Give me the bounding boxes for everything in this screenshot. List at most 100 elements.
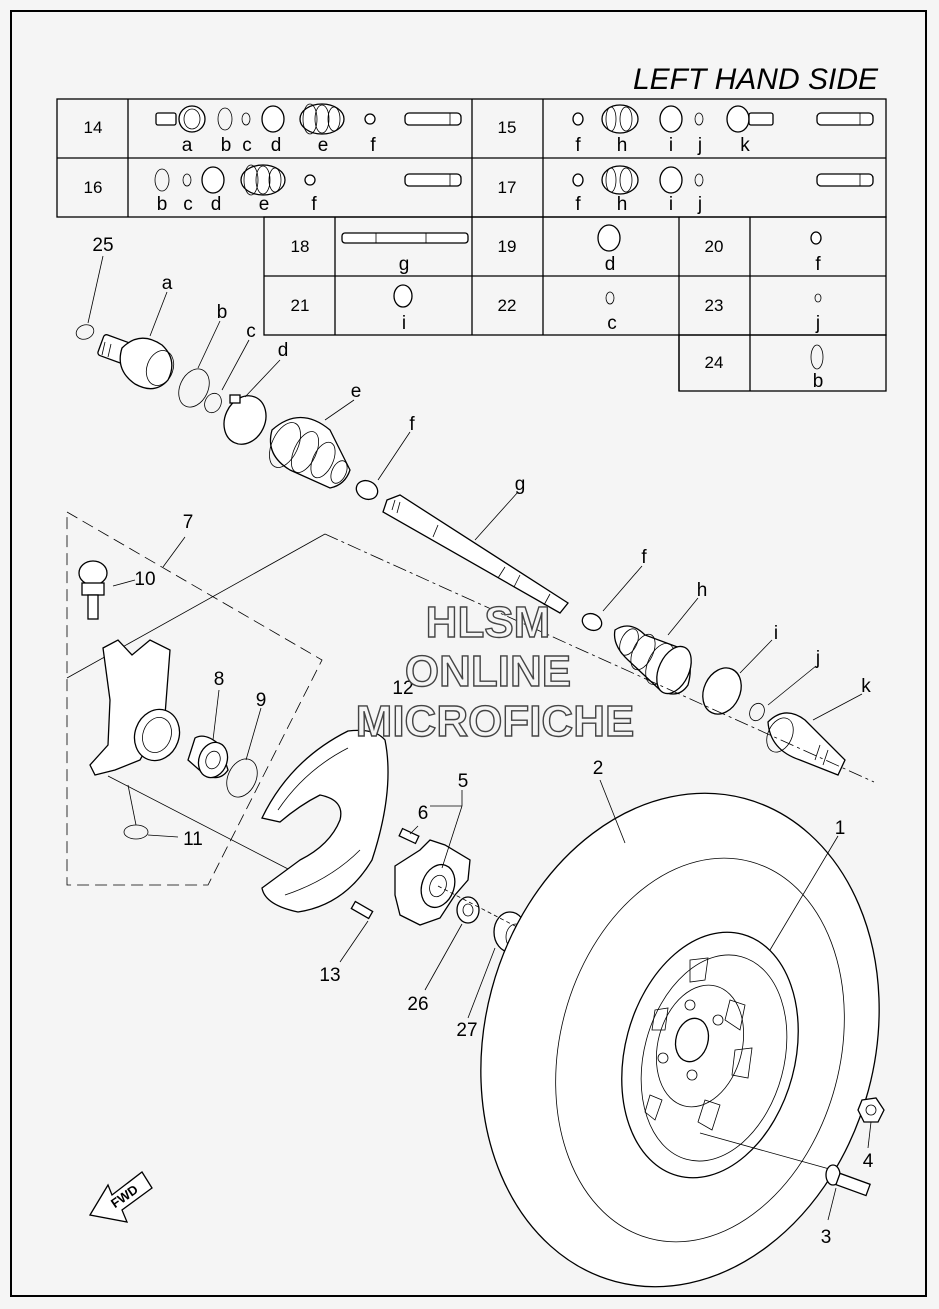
callout-c: c [246, 321, 256, 342]
callout-i: i [774, 623, 778, 644]
callout-f-inner: f [641, 547, 647, 568]
part-h-boot [613, 625, 692, 695]
kit-letter: j [815, 313, 820, 334]
callout-h: h [697, 580, 708, 601]
part-k-inner-cv [766, 712, 846, 776]
part-12-brake-disc [261, 729, 389, 913]
kit-number: 18 [291, 237, 310, 256]
part-1-rim [621, 931, 799, 1179]
kit-letter: k [740, 135, 750, 156]
callout-26: 26 [407, 994, 428, 1015]
kit-letter: c [242, 135, 252, 156]
part-e-boot [269, 417, 351, 489]
kit-letter: d [271, 135, 282, 156]
callout-4: 4 [863, 1151, 874, 1172]
kit-number: 15 [498, 118, 517, 137]
kit-number: 20 [705, 237, 724, 256]
part-c-ring [204, 392, 222, 414]
kit-letter: i [669, 135, 673, 156]
driveshaft-assembly [75, 324, 875, 783]
part-g-shaft [382, 494, 569, 614]
callout-3: 3 [821, 1227, 832, 1248]
kit-number: 19 [498, 237, 517, 256]
kit-letter: i [669, 194, 673, 215]
part-i-band [702, 667, 742, 715]
part-10-ball-joint [78, 560, 108, 620]
part-b-circlip [178, 368, 210, 408]
kit-letter: h [617, 135, 628, 156]
kit-letter: f [311, 194, 317, 215]
part-f-clamp-inner [581, 612, 603, 632]
part-a-cv-joint [97, 334, 175, 390]
part-26-nut [456, 896, 480, 924]
kit-letter: d [605, 254, 616, 275]
kit-number: 16 [84, 178, 103, 197]
kit-16-icons [154, 164, 462, 196]
wheel-assembly [480, 792, 880, 1288]
part-f-clamp [355, 479, 379, 501]
callout-d: d [278, 340, 289, 361]
callout-a: a [162, 273, 173, 294]
kit-letter: f [575, 135, 581, 156]
callout-25: 25 [92, 235, 113, 256]
callout-lines-upper [87, 255, 863, 721]
callout-e: e [351, 381, 362, 402]
callout-9: 9 [256, 690, 267, 711]
callout-8: 8 [214, 669, 225, 690]
callout-7: 7 [183, 512, 194, 533]
part-11-cotter [123, 824, 149, 840]
kit-letter: f [815, 254, 821, 275]
callout-10: 10 [134, 569, 155, 590]
part-3-wheel-stud [825, 1164, 871, 1197]
kit-letter: b [157, 194, 168, 215]
part-8-bearing [187, 735, 229, 779]
kit-letter: c [183, 194, 193, 215]
diagram-title: LEFT HAND SIDE [633, 63, 879, 96]
callout-j: j [815, 648, 820, 669]
callout-b: b [217, 302, 228, 323]
watermark-line: HLSM [426, 598, 551, 647]
kit-table: 14 15 16 17 18 19 20 21 22 23 24 a b c [56, 98, 887, 392]
part-j-ring [749, 702, 765, 722]
kit-number: 24 [705, 353, 724, 372]
part-25-circlip [75, 324, 95, 340]
kit-letter: c [607, 313, 617, 334]
kit-17-icons [572, 165, 874, 195]
kit-number: 22 [498, 296, 517, 315]
callout-k: k [861, 676, 871, 697]
kit-letter: f [370, 135, 376, 156]
part-6-bolt [398, 827, 420, 845]
kit-letter: e [259, 194, 270, 215]
part-d-band [223, 395, 267, 445]
part-d-clamp [229, 394, 241, 404]
kit-letter: b [221, 135, 232, 156]
kit-letter: d [211, 194, 222, 215]
callout-11: 11 [183, 829, 203, 850]
callout-12: 12 [392, 678, 413, 699]
callout-6: 6 [418, 803, 429, 824]
kit-number: 21 [291, 296, 310, 315]
kit-15-icons [572, 104, 874, 134]
kit-letter: h [617, 194, 628, 215]
kit-letter: j [697, 194, 702, 215]
kit-letter: e [318, 135, 329, 156]
kit-number: 17 [498, 178, 517, 197]
callout-5: 5 [458, 771, 469, 792]
kit-number: 23 [705, 296, 724, 315]
callout-13: 13 [319, 965, 340, 986]
callout-g: g [515, 474, 526, 495]
fwd-arrow-icon: FWD [88, 1171, 153, 1223]
kit-letter: g [399, 254, 410, 275]
kit-14-icons [155, 103, 462, 135]
callout-2: 2 [593, 758, 604, 779]
callout-1: 1 [835, 818, 846, 839]
watermark-line: ONLINE [405, 647, 571, 696]
kit-number: 14 [84, 118, 103, 137]
part-4-wheel-nut [857, 1097, 885, 1123]
kit-small-icons [341, 224, 824, 370]
kit-letter: i [402, 313, 406, 334]
kit-letter: j [697, 135, 702, 156]
watermark-line: MICROFICHE [356, 697, 635, 746]
kit-letter: b [813, 371, 824, 392]
